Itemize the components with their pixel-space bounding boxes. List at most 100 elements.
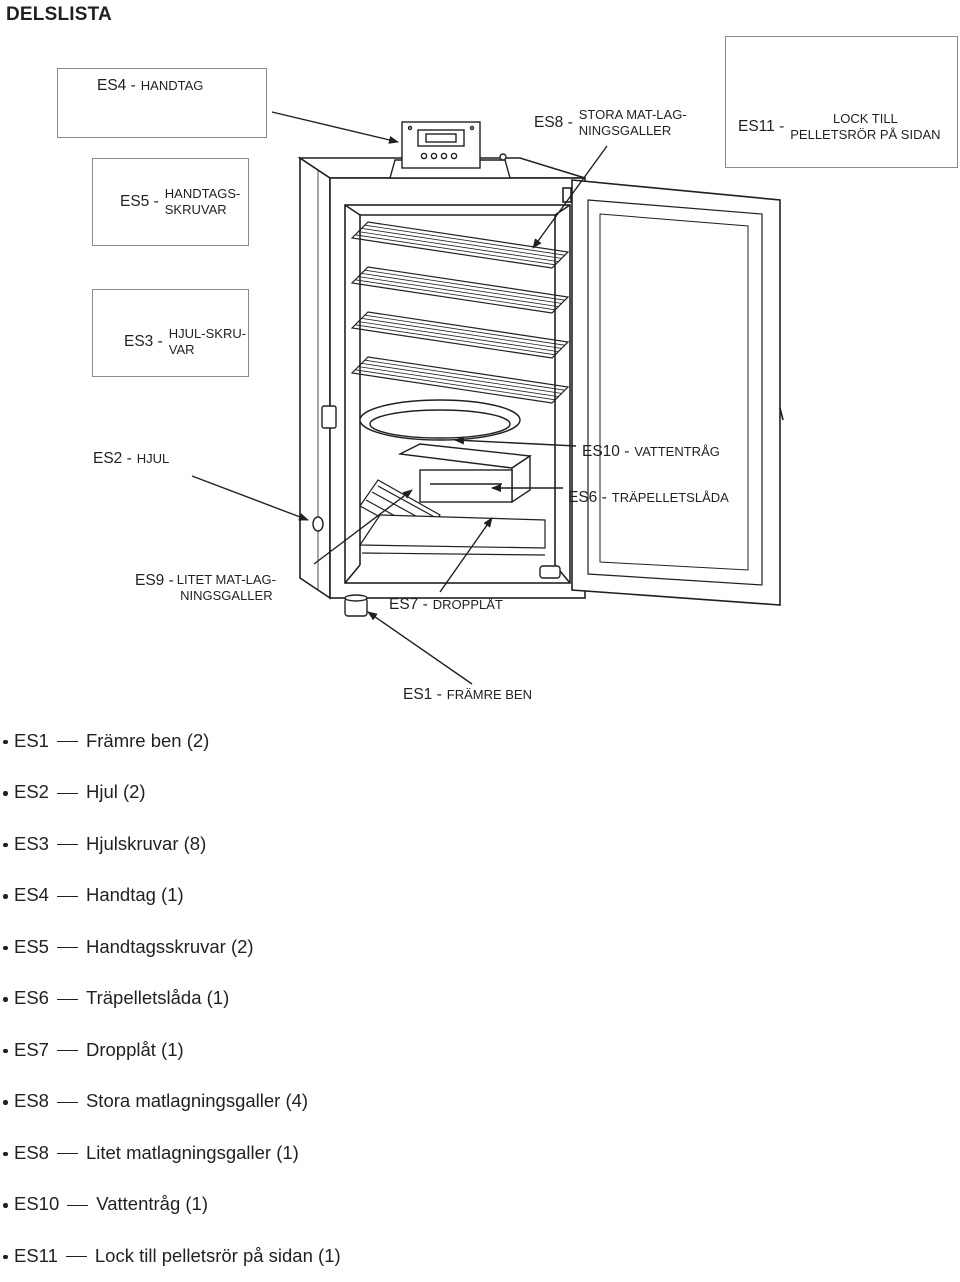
- callout-code: ES2 -: [93, 450, 132, 467]
- legs-and-wheels: [312, 405, 561, 617]
- rack-wire: [355, 279, 556, 311]
- rack-wire: [361, 273, 562, 304]
- part-code: ES8: [14, 1090, 49, 1112]
- list-item: ES8 Stora matlagningsgaller (4): [0, 1076, 341, 1128]
- part-name: Vattentråg (1): [96, 1193, 209, 1215]
- part-name: Hjul (2): [85, 781, 146, 803]
- part-code: ES10: [14, 1193, 60, 1215]
- part-name: Handtagsskruvar (2): [85, 935, 254, 957]
- rack-wire: [364, 314, 565, 346]
- list-item: ES6 Träpelletslåda (1): [0, 973, 341, 1025]
- callout-text: HANDTAGS-SKRUVAR: [164, 186, 241, 217]
- bullet-icon: [3, 739, 8, 745]
- callout-label-es7: ES7 - DROPPLÅT: [389, 596, 503, 614]
- bullet-icon: [3, 1254, 8, 1260]
- parts-list: ES1 Främre ben (2) ES2 Hjul (2) ES3 Hjulskr…: [0, 715, 341, 1282]
- part-code: ES7: [14, 1038, 49, 1060]
- leader-lines: [191, 111, 608, 685]
- callout-code: ES11 -: [738, 118, 785, 135]
- callout-text: TRÄPELLETSLÅDA: [611, 490, 729, 505]
- bullet-icon: [3, 945, 8, 951]
- dash-icon: [56, 792, 78, 794]
- rack-wire: [358, 276, 559, 307]
- callout-code: ES7 -: [389, 596, 428, 613]
- callout-code: ES4 -: [97, 77, 136, 94]
- list-item: ES7 Dropplåt (1): [0, 1024, 341, 1076]
- callout-box-es4: [57, 68, 267, 138]
- part-name: Stora matlagningsgaller (4): [85, 1090, 309, 1112]
- callout-box-es5: [92, 158, 249, 246]
- rack-bars: [355, 224, 565, 401]
- part-code: ES1: [14, 729, 49, 751]
- callout-box-es11: [725, 36, 958, 168]
- rack-wire: [358, 231, 559, 262]
- list-item: ES5 Handtagsskruvar (2): [0, 921, 341, 973]
- callout-text: HANDTAG: [140, 78, 204, 93]
- list-item: ES4 Handtag (1): [0, 870, 341, 922]
- rack-wire: [361, 228, 562, 259]
- part-name: Dropplåt (1): [85, 1038, 184, 1060]
- callout-code: ES1 -: [403, 686, 442, 703]
- bullet-icon: [3, 997, 8, 1002]
- smoker-door: [562, 179, 784, 606]
- rack-wire: [355, 324, 556, 356]
- part-name: Träpelletslåda (1): [85, 987, 230, 1009]
- bullet-icon: [3, 1203, 8, 1208]
- callout-text: DROPPLÅT: [432, 597, 503, 612]
- dash-icon: [56, 1050, 78, 1052]
- dash-icon: [56, 895, 78, 897]
- rack-wire: [361, 363, 562, 394]
- bullet-icon: [3, 842, 8, 848]
- callout-label-es1: ES1 -FRÄMRE BEN: [403, 686, 532, 704]
- part-name: Främre ben (2): [85, 729, 210, 751]
- part-code: ES4: [14, 884, 49, 906]
- rack-wire: [364, 359, 565, 391]
- callout-label-es8: ES8 - STORA MAT-LAG-NINGSGALLER: [534, 107, 687, 139]
- callout-code: ES8 -: [534, 114, 573, 131]
- callout-code: ES6 -: [568, 489, 607, 506]
- part-name: Handtag (1): [85, 884, 184, 906]
- list-item: ES2 Hjul (2): [0, 767, 341, 819]
- dash-icon: [56, 998, 78, 1000]
- dash-icon: [56, 947, 78, 949]
- callout-text: STORA MAT-LAG-NINGSGALLER: [578, 107, 687, 138]
- list-item: ES3 Hjulskruvar (8): [0, 818, 341, 870]
- callout-code: ES3 -: [124, 333, 163, 350]
- dash-icon: [56, 1101, 78, 1103]
- callout-text: VATTENTRÅG: [634, 444, 720, 459]
- callout-label-es4: ES4 - HANDTAG: [97, 77, 203, 95]
- rack-wire: [358, 366, 559, 397]
- rack-wire: [364, 269, 565, 301]
- callout-code: ES9 -: [135, 572, 174, 589]
- control-panel: [389, 121, 511, 179]
- callout-text: HJUL: [136, 451, 170, 466]
- rack-wire: [355, 234, 556, 266]
- part-name: Litet matlagningsgaller (1): [85, 1141, 299, 1163]
- bullet-icon: [3, 791, 8, 796]
- callout-text: LITET MAT-LAG-NINGSGALLER: [176, 572, 276, 603]
- part-name: Hjulskruvar (8): [85, 832, 207, 854]
- part-code: ES11: [14, 1244, 58, 1266]
- dash-icon: [56, 741, 78, 743]
- callout-label-es9: ES9 - LITET MAT-LAG-NINGSGALLER: [135, 572, 276, 604]
- part-code: ES2: [14, 781, 49, 803]
- callout-code: ES5 -: [120, 193, 159, 210]
- bullet-icon: [3, 1048, 8, 1054]
- rack-wire: [358, 321, 559, 352]
- water-pan: [359, 399, 521, 441]
- bullet-icon: [3, 894, 8, 899]
- dash-icon: [67, 1204, 89, 1206]
- bullet-icon: [3, 1100, 8, 1105]
- list-item: ES10 Vattentråg (1): [0, 1179, 341, 1231]
- part-code: ES3: [14, 832, 49, 854]
- large-cooking-racks: [350, 221, 570, 404]
- small-rack-and-drip-tray: [358, 479, 546, 556]
- rack-wire: [364, 224, 565, 256]
- part-code: ES6: [14, 987, 49, 1009]
- callout-label-es6: ES6 - TRÄPELLETSLÅDA: [568, 489, 729, 507]
- rack-wire: [355, 369, 556, 401]
- part-code: ES5: [14, 935, 49, 957]
- callout-label-es5: ES5 - HANDTAGS-SKRUVAR: [120, 186, 240, 218]
